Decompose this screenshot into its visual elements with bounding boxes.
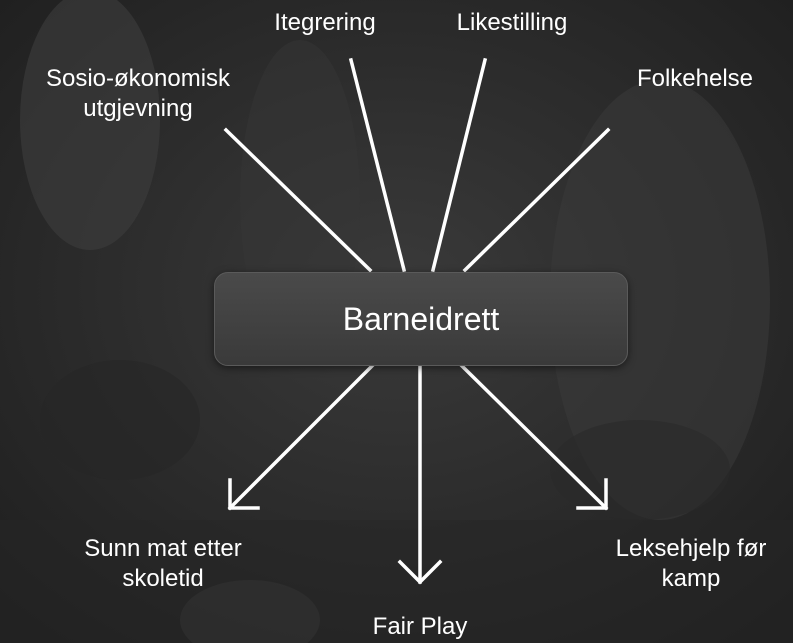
input-label-sosio: Sosio-økonomisk utgjevning bbox=[45, 65, 231, 122]
center-label: Barneidrett bbox=[342, 300, 500, 337]
input-label-itegrering: Itegrering bbox=[274, 9, 376, 36]
input-label-likestilling: Likestilling bbox=[456, 9, 568, 36]
connector-sosio bbox=[223, 127, 373, 273]
output-label-leksehjelp: Leksehjelp før kamp bbox=[615, 535, 767, 592]
output-label-fair-play: Fair Play bbox=[372, 613, 468, 640]
arrow-leksehjelp-head bbox=[576, 478, 608, 510]
connector-folkehelse bbox=[462, 127, 611, 273]
arrow-sunn-mat bbox=[227, 363, 375, 511]
arrow-fair-play-head bbox=[397, 559, 443, 585]
center-box: Barneidrett bbox=[214, 272, 628, 366]
arrow-sunn-mat-head bbox=[228, 478, 260, 510]
input-label-folkehelse: Folkehelse bbox=[636, 65, 754, 92]
connector-likestilling bbox=[430, 57, 488, 273]
arrow-leksehjelp bbox=[459, 363, 609, 511]
output-label-sunn-mat: Sunn mat etter skoletid bbox=[84, 535, 242, 592]
connector-itegrering bbox=[348, 57, 407, 273]
